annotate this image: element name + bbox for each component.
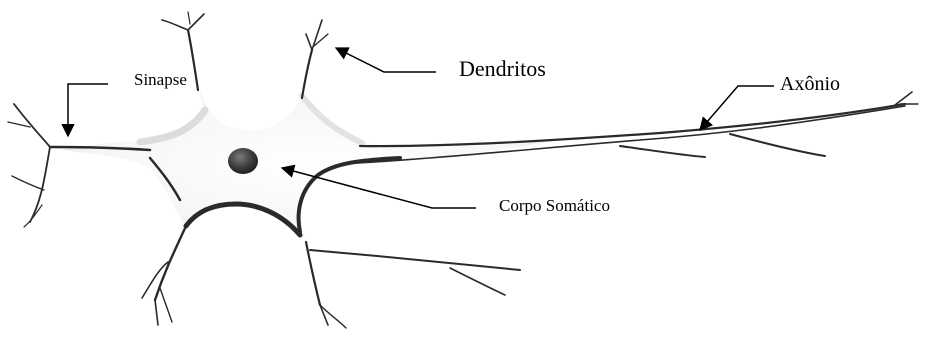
cell-body bbox=[60, 88, 560, 240]
axon-branch-1 bbox=[620, 146, 705, 157]
dendrites-label: Dendritos bbox=[459, 58, 546, 80]
lower-right-branch-twig bbox=[450, 268, 505, 295]
left-dendrite-twig-1 bbox=[8, 122, 30, 127]
left-dendrite-branch-down bbox=[30, 147, 50, 222]
upper-right-twig-2 bbox=[312, 20, 322, 50]
synapse-label: Sinapse bbox=[134, 71, 187, 88]
axon-branch-2 bbox=[730, 134, 825, 156]
upper-left-twig-2 bbox=[162, 20, 188, 30]
left-dendrite-branch-up bbox=[14, 104, 50, 147]
upper-right-dendrite bbox=[302, 50, 312, 98]
lower-right-branch bbox=[310, 250, 520, 270]
lower-left-twig-2 bbox=[155, 300, 158, 325]
nucleus bbox=[228, 148, 258, 174]
lower-left-twig-1 bbox=[142, 262, 168, 298]
axon-terminal-1 bbox=[895, 92, 912, 105]
axon-upper-edge bbox=[360, 104, 905, 146]
upper-left-twig-1 bbox=[188, 14, 204, 30]
upper-right-twig-1 bbox=[306, 34, 312, 50]
upper-dendrites bbox=[162, 12, 328, 98]
axon-label: Axônio bbox=[780, 74, 840, 94]
left-dendrite bbox=[8, 104, 150, 227]
lower-left-twig-3 bbox=[160, 288, 172, 322]
dendrites-arrow bbox=[336, 48, 436, 72]
soma-shape bbox=[60, 88, 560, 240]
upper-left-dendrite bbox=[188, 30, 198, 90]
upper-left-twig-3 bbox=[188, 12, 190, 24]
synapse-arrow bbox=[68, 84, 108, 136]
lower-dendrites bbox=[142, 226, 520, 328]
soma-label: Corpo Somático bbox=[499, 197, 610, 214]
left-dendrite-twig-2 bbox=[12, 176, 44, 190]
